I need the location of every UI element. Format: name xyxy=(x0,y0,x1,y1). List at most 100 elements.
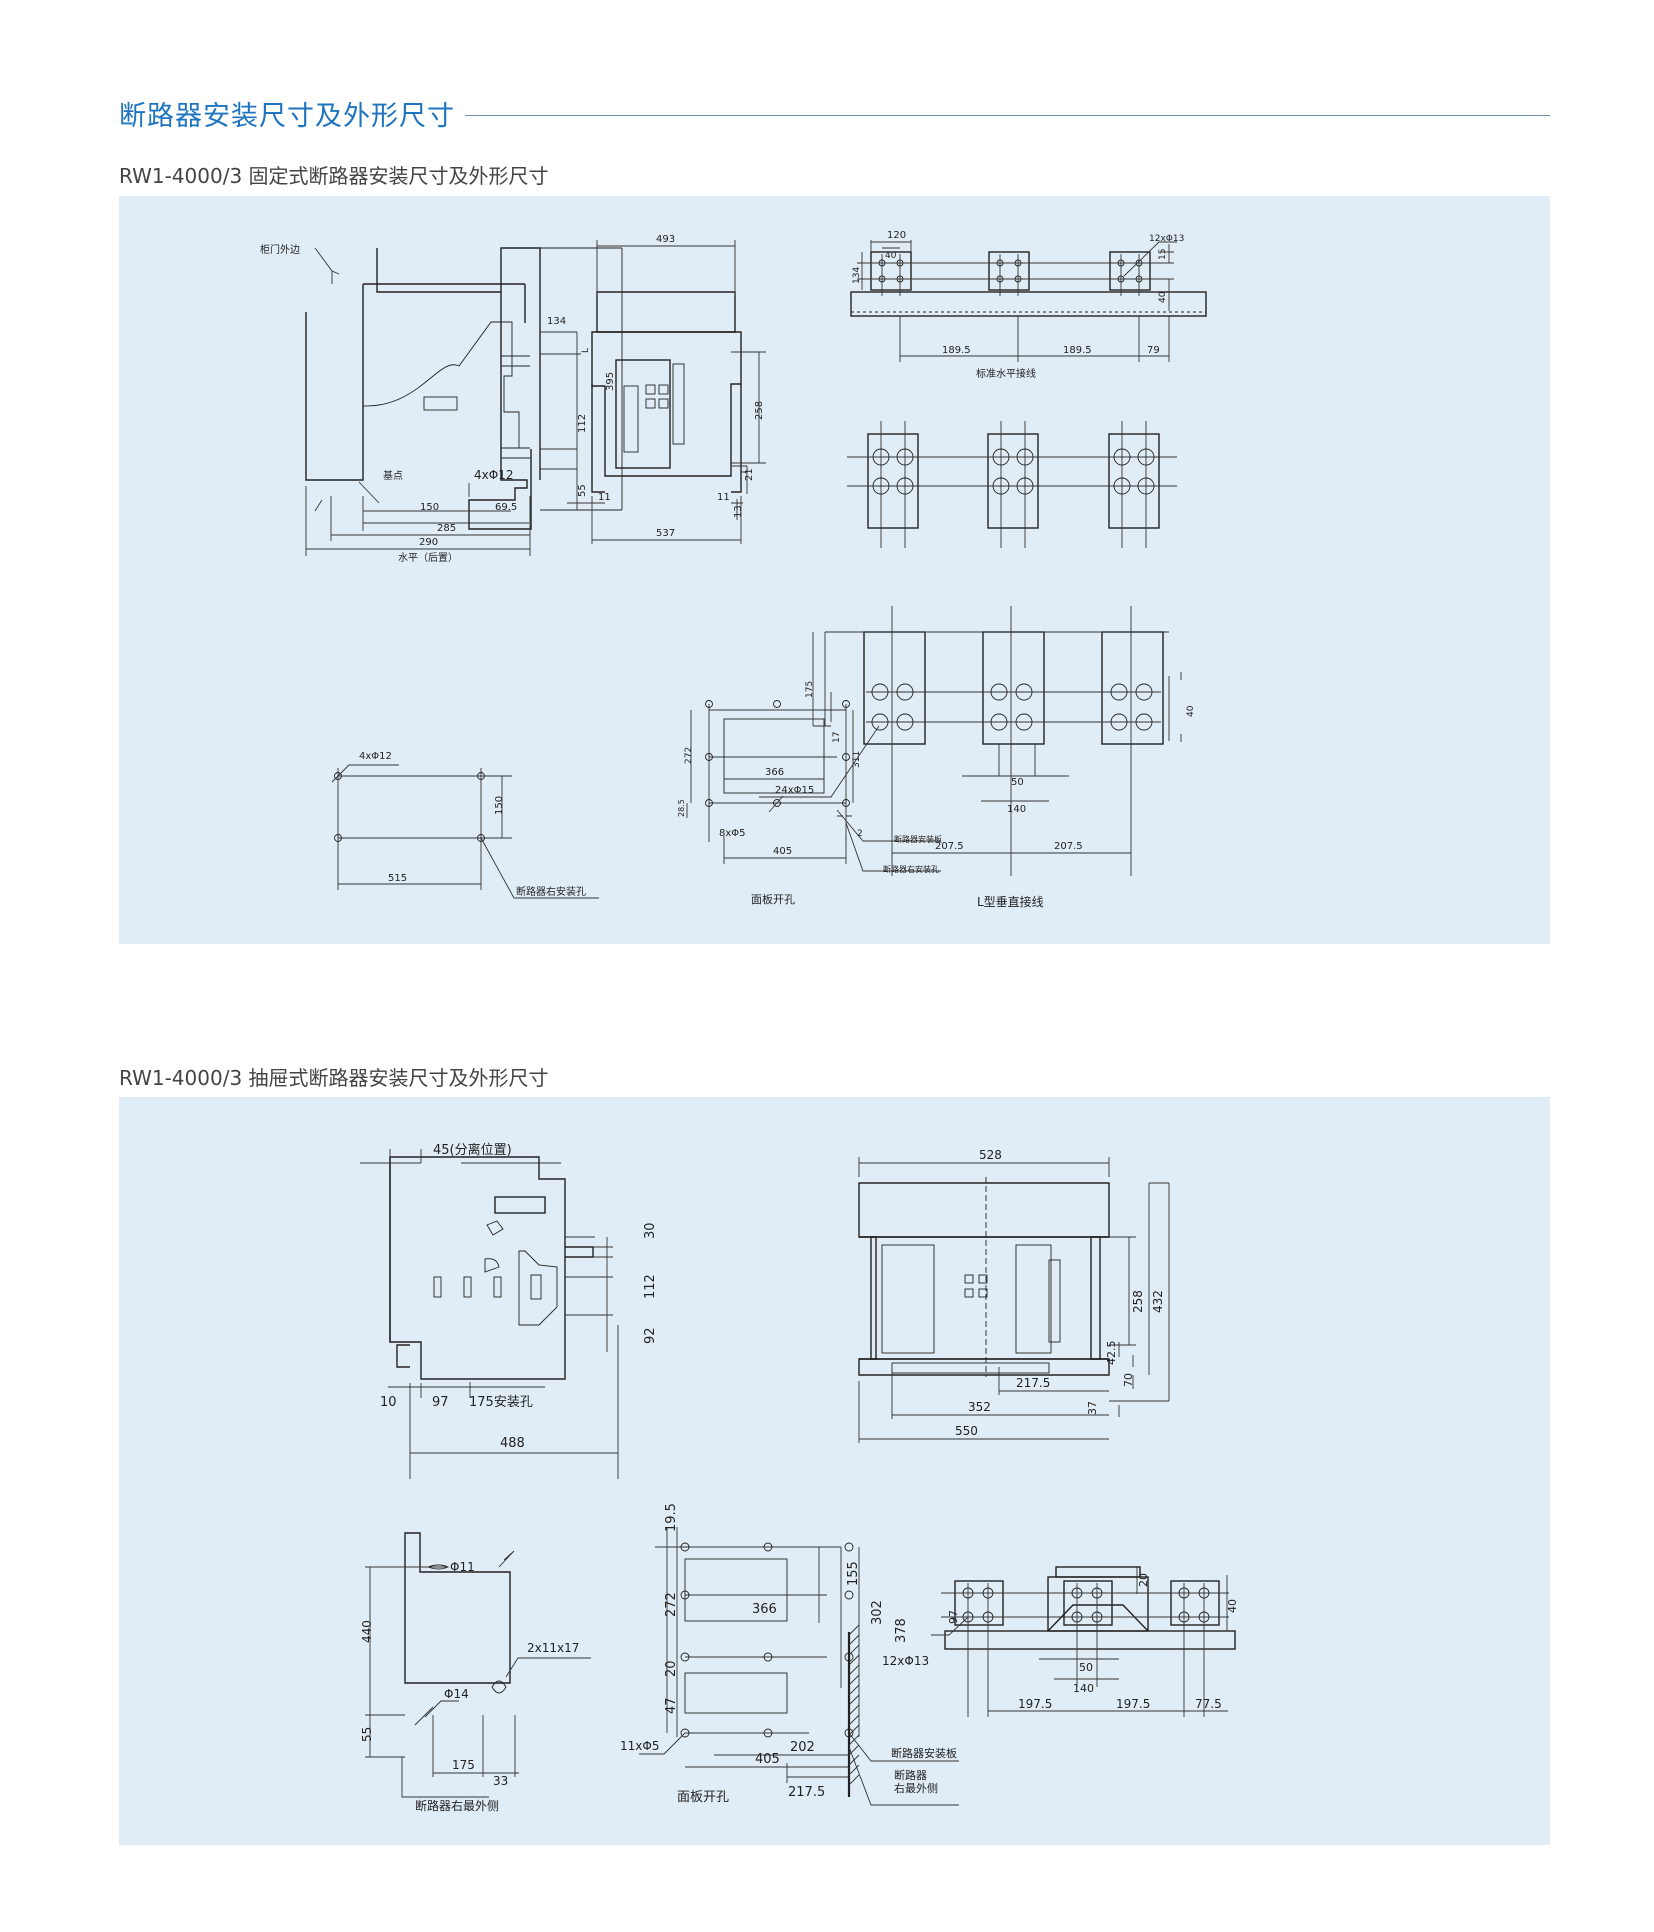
fixed-drawings: 柜门外边 基点 4xΦ12 134 L 112 395 55 150 69.5 … xyxy=(260,230,1207,909)
drawout-section-title: RW1-4000/3 抽屉式断路器安装尺寸及外形尺寸 xyxy=(119,1066,549,1090)
phi14-label: Φ14 xyxy=(444,1687,469,1701)
dim-175-mount: 175安装孔 xyxy=(469,1395,533,1410)
dim-150-mount: 150 xyxy=(494,796,505,815)
side-holes-caption: 断路器右最外侧 xyxy=(415,1798,499,1813)
dim-311: 311 xyxy=(852,751,862,768)
side-hole-label: 4xΦ12 xyxy=(474,468,513,482)
dim-272-panel: 272 xyxy=(684,747,694,764)
fixed-front-view: 493 258 21 11 11 13 537 xyxy=(567,234,766,544)
drawout-front-view: 528 258 432 42.5 70 37 217.5 352 550 xyxy=(858,1148,1170,1443)
dim-20-bus: 20 xyxy=(1137,1573,1150,1587)
dim-405-panel: 405 xyxy=(773,846,792,857)
fixed-vertical-bus: 175 17 24xΦ15 40 50 140 207.5 207.5 L型垂直… xyxy=(759,606,1196,909)
dim-79: 79 xyxy=(1147,345,1160,356)
drawout-bus: 97 20 40 12xΦ13 50 140 197.5 197.5 77.5 xyxy=(882,1566,1239,1717)
drawout-bus-hole-label: 12xΦ13 xyxy=(882,1654,929,1668)
slot-label: 2x11x17 xyxy=(527,1641,579,1655)
dim-40-top: 40 xyxy=(885,251,897,261)
dim-50-vbus: 50 xyxy=(1011,777,1024,788)
dim-432: 432 xyxy=(1151,1290,1165,1313)
dim-290: 290 xyxy=(419,537,438,548)
dim-55-side: 55 xyxy=(360,1727,374,1742)
dim-13: 13 xyxy=(733,505,744,518)
dim-97: 97 xyxy=(432,1395,449,1410)
dim-515: 515 xyxy=(388,873,407,884)
dim-30: 30 xyxy=(643,1222,658,1239)
hbus-hole-label: 12xΦ13 xyxy=(1149,234,1184,244)
phi11-label: Φ11 xyxy=(450,1560,475,1574)
dim-50-bus: 50 xyxy=(1079,1661,1093,1674)
dim-207-5-b: 207.5 xyxy=(1054,841,1083,852)
fixed-mount-holes: 4xΦ12 150 515 断路器右安装孔 xyxy=(331,751,599,899)
dim-40-vbus: 40 xyxy=(1186,705,1196,717)
dim-207-5-a: 207.5 xyxy=(935,841,964,852)
dim-92: 92 xyxy=(643,1327,658,1344)
dim-47: 47 xyxy=(664,1697,679,1714)
panel-hole-note: 断路器右安装孔 xyxy=(883,864,939,874)
dim-69-5: 69.5 xyxy=(495,502,517,513)
dim-11-right: 11 xyxy=(717,492,730,503)
mount-caption: 断路器右安装孔 xyxy=(516,885,586,898)
dim-440: 440 xyxy=(360,1620,374,1643)
dim-395: 395 xyxy=(605,372,616,391)
dim-140-bus: 140 xyxy=(1073,1682,1094,1695)
panel-caption: 面板开孔 xyxy=(751,892,795,906)
dim-285: 285 xyxy=(437,523,456,534)
page-title: 断路器安装尺寸及外形尺寸 xyxy=(119,101,455,132)
dim-202: 202 xyxy=(790,1740,815,1755)
dim-217-5-panel: 217.5 xyxy=(788,1785,825,1800)
dim-112: 112 xyxy=(577,414,588,433)
dim-45-sep: 45(分离位置) xyxy=(433,1142,512,1158)
drawout-panel-hole-label: 11xΦ5 xyxy=(620,1739,659,1753)
dim-175-vbus: 175 xyxy=(805,681,815,698)
vbus-hole-label: 24xΦ15 xyxy=(775,785,814,796)
drawout-plate-label: 断路器安装板 xyxy=(891,1746,957,1760)
dim-352: 352 xyxy=(968,1400,991,1414)
fixed-side-view: 柜门外边 基点 4xΦ12 134 L 112 395 55 150 69.5 … xyxy=(260,243,623,564)
dim-28-5: 28.5 xyxy=(677,799,686,817)
dim-10: 10 xyxy=(380,1395,397,1410)
vbus-caption: L型垂直接线 xyxy=(977,894,1044,909)
dim-537: 537 xyxy=(656,528,675,539)
dim-550: 550 xyxy=(955,1424,978,1438)
fixed-horizontal-bus: 120 40 12xΦ13 15 134 40 189.5 189.5 79 标… xyxy=(850,230,1207,380)
side-view-caption: 水平（后置） xyxy=(398,552,458,564)
dim-112-drawout: 112 xyxy=(643,1274,658,1299)
dim-33: 33 xyxy=(493,1774,508,1788)
dim-15: 15 xyxy=(1158,249,1168,260)
dim-488: 488 xyxy=(500,1436,525,1451)
dim-493: 493 xyxy=(656,234,675,245)
mount-hole-label: 4xΦ12 xyxy=(359,751,392,762)
dim-197-5-a: 197.5 xyxy=(1018,1697,1052,1711)
dim-302: 302 xyxy=(870,1600,885,1625)
panel-plate-label: 断路器安装板 xyxy=(894,834,942,844)
dim-140-vbus: 140 xyxy=(1007,804,1026,815)
dim-155: 155 xyxy=(846,1561,861,1586)
dim-189-5-a: 189.5 xyxy=(942,345,971,356)
drawout-side-label-2: 右最外侧 xyxy=(894,1781,938,1795)
dim-55: 55 xyxy=(577,484,588,497)
dim-70: 70 xyxy=(1122,1373,1135,1387)
fixed-drawing-panel: 柜门外边 基点 4xΦ12 134 L 112 395 55 150 69.5 … xyxy=(119,196,1550,944)
drawout-drawing-panel: 45(分离位置) 30 112 92 10 97 175安装孔 488 528 … xyxy=(119,1097,1550,1845)
dim-217-5-front: 217.5 xyxy=(1016,1376,1050,1390)
drawout-side-holes: Φ11 440 Φ14 2x11x17 55 175 33 断路器右最外侧 xyxy=(360,1532,591,1813)
dim-17: 17 xyxy=(832,732,842,743)
hbus-caption: 标准水平接线 xyxy=(976,367,1036,380)
dim-134: 134 xyxy=(547,316,566,327)
dim-40-bus: 40 xyxy=(1226,1599,1239,1613)
dim-2: 2 xyxy=(857,829,863,839)
dim-197-5-b: 197.5 xyxy=(1116,1697,1150,1711)
dim-120: 120 xyxy=(887,230,906,241)
drawout-drawings: 45(分离位置) 30 112 92 10 97 175安装孔 488 528 … xyxy=(360,1142,1239,1813)
panel-hole-label: 8xΦ5 xyxy=(719,828,746,839)
dim-175-side: 175 xyxy=(452,1758,475,1772)
dim-528: 528 xyxy=(979,1148,1002,1162)
fixed-section-title: RW1-4000/3 固定式断路器安装尺寸及外形尺寸 xyxy=(119,164,549,188)
dim-189-5-b: 189.5 xyxy=(1063,345,1092,356)
dim-21: 21 xyxy=(744,468,755,481)
fixed-panel-cutout: 272 311 366 28.5 8xΦ5 2 405 断路器安装板 断路器右安… xyxy=(677,700,942,906)
dim-134-bus: 134 xyxy=(852,267,862,284)
dim-366-drawout: 366 xyxy=(752,1602,777,1617)
dim-366-panel: 366 xyxy=(765,767,784,778)
